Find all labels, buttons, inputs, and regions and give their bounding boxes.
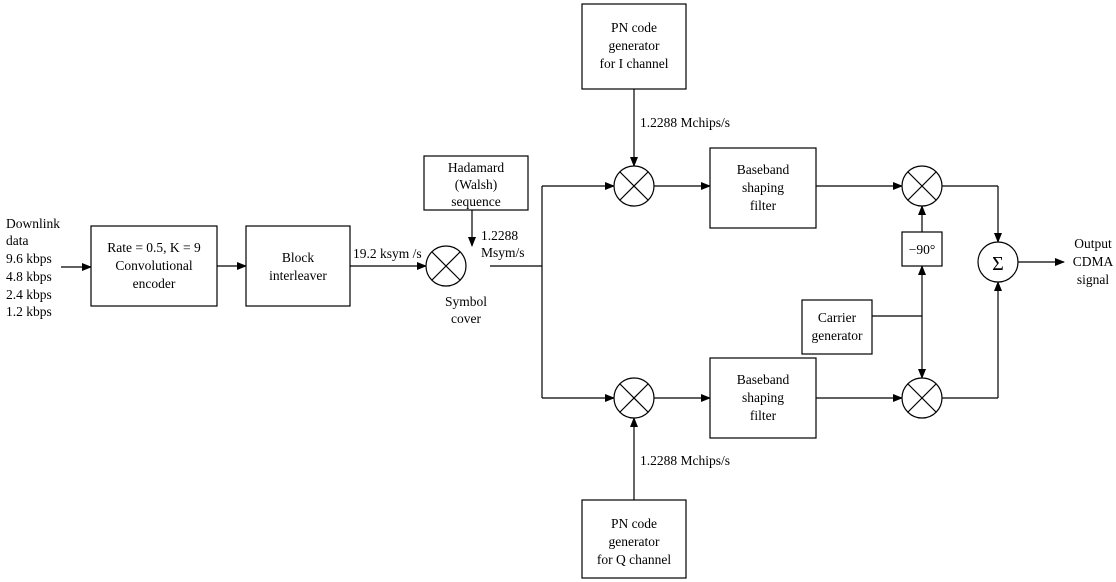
- baseband-filter-i-block: Baseband shaping filter: [709, 147, 817, 229]
- pn-q-rate-label: 1.2288 Mchips/s: [640, 453, 730, 468]
- svg-text:4.8 kbps: 4.8 kbps: [6, 269, 52, 284]
- pn-i-mixer: [613, 165, 655, 207]
- convolutional-encoder-block: Rate = 0.5, K = 9 Convolutional encoder: [90, 225, 218, 307]
- svg-text:sequence: sequence: [451, 194, 500, 209]
- svg-text:PN code: PN code: [611, 516, 657, 531]
- svg-text:Carrier: Carrier: [818, 310, 857, 325]
- svg-text:shaping: shaping: [742, 390, 784, 405]
- svg-text:generator: generator: [812, 328, 863, 343]
- svg-text:CDMA: CDMA: [1073, 254, 1114, 269]
- svg-text:Downlink: Downlink: [6, 216, 60, 231]
- svg-text:cover: cover: [451, 311, 481, 326]
- svg-text:encoder: encoder: [133, 276, 176, 291]
- svg-text:Baseband: Baseband: [737, 162, 790, 177]
- phase-shift-block: −90°: [901, 231, 943, 267]
- svg-text:for Q channel: for Q channel: [597, 552, 671, 567]
- svg-text:Hadamard: Hadamard: [448, 160, 504, 175]
- carrier-q-mixer: [901, 377, 943, 419]
- pn-q-mixer: [613, 377, 655, 419]
- signal-wires: [61, 89, 1065, 500]
- downlink-data-label: Downlink data 9.6 kbps 4.8 kbps 2.4 kbps…: [6, 216, 60, 319]
- svg-text:for I channel: for I channel: [600, 56, 669, 71]
- svg-text:Rate = 0.5, K = 9: Rate = 0.5, K = 9: [107, 240, 201, 255]
- block-interleaver: Block interleaver: [245, 225, 351, 307]
- carrier-generator-block: Carrier generator: [801, 299, 873, 355]
- svg-text:Output: Output: [1074, 236, 1112, 251]
- svg-text:Baseband: Baseband: [737, 372, 790, 387]
- summer-node: Σ: [977, 241, 1019, 283]
- baseband-filter-q-block: Baseband shaping filter: [709, 357, 817, 439]
- svg-text:2.4 kbps: 2.4 kbps: [6, 287, 52, 302]
- carrier-i-mixer: [901, 165, 943, 207]
- pn-i-rate-label: 1.2288 Mchips/s: [640, 115, 730, 130]
- svg-text:filter: filter: [750, 198, 777, 213]
- walsh-rate-label: 1.2288 Msym/s: [481, 228, 525, 260]
- svg-text:PN code: PN code: [611, 20, 657, 35]
- svg-text:Block: Block: [282, 250, 314, 265]
- svg-text:generator: generator: [609, 38, 660, 53]
- pn-generator-q-block: PN code generator for Q channel: [581, 499, 687, 579]
- svg-text:signal: signal: [1077, 272, 1109, 287]
- symbol-cover-label: Symbol cover: [445, 294, 487, 326]
- svg-text:9.6 kbps: 9.6 kbps: [6, 251, 52, 266]
- output-cdma-label: Output CDMA signal: [1073, 236, 1114, 287]
- symbol-rate-label: 19.2 ksym /s: [353, 246, 422, 261]
- svg-text:Convolutional: Convolutional: [115, 258, 192, 273]
- svg-text:data: data: [6, 233, 29, 248]
- svg-text:Symbol: Symbol: [445, 294, 487, 309]
- svg-text:(Walsh): (Walsh): [455, 177, 497, 192]
- pn-generator-i-block: PN code generator for I channel: [581, 3, 687, 90]
- svg-text:shaping: shaping: [742, 180, 784, 195]
- symbol-cover-mixer: [425, 245, 467, 287]
- svg-text:interleaver: interleaver: [269, 268, 327, 283]
- svg-text:−90°: −90°: [909, 242, 936, 257]
- svg-text:1.2288: 1.2288: [481, 228, 518, 243]
- svg-text:Msym/s: Msym/s: [481, 245, 525, 260]
- svg-text:generator: generator: [609, 534, 660, 549]
- svg-text:filter: filter: [750, 408, 777, 423]
- svg-text:1.2 kbps: 1.2 kbps: [6, 304, 52, 319]
- svg-text:Σ: Σ: [992, 253, 1004, 275]
- walsh-sequence-block: Hadamard (Walsh) sequence: [423, 155, 529, 211]
